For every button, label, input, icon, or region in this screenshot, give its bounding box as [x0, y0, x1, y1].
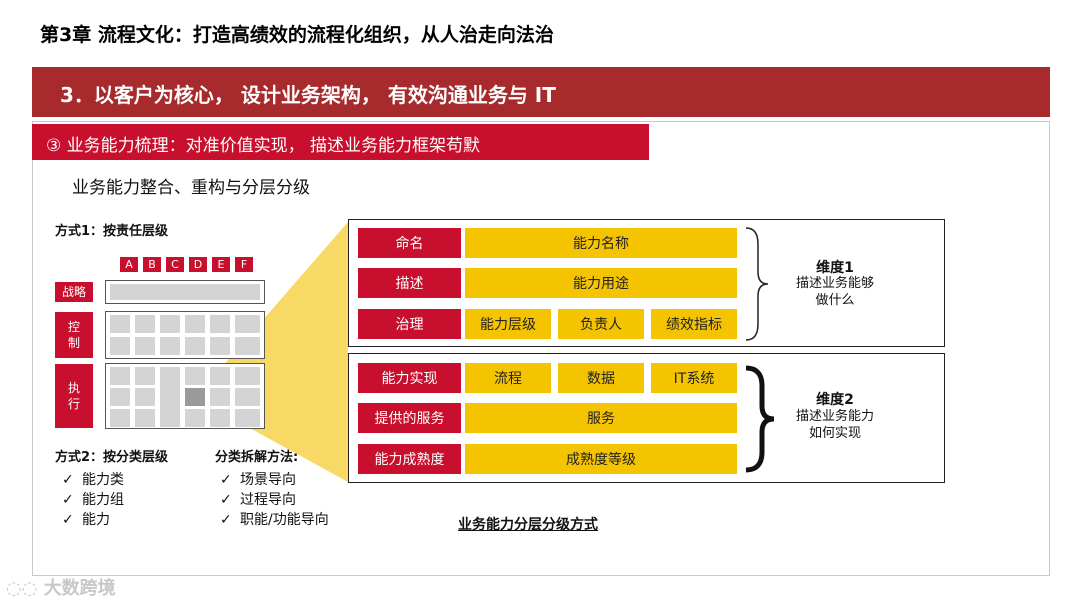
section-banner-text: 3．以客户为核心， 设计业务架构， 有效沟通业务与 IT — [60, 83, 556, 107]
dim2-cell-service: 服务 — [465, 403, 737, 433]
section-heading: 业务能力整合、重构与分层分级 — [72, 178, 310, 198]
dim1-label-naming: 命名 — [358, 228, 461, 258]
method3-item: ✓职能/功能导向 — [220, 512, 329, 528]
dimension2-box — [348, 353, 945, 483]
column-header-e: E — [212, 257, 230, 272]
check-icon: ✓ — [62, 472, 74, 488]
dim1-cell-owner: 负责人 — [558, 309, 644, 339]
dim2-cell-maturity-level: 成熟度等级 — [465, 444, 737, 474]
row-label-execution: 执行 — [55, 364, 93, 428]
dimension1-title: 维度1 — [816, 260, 854, 276]
sub-banner-text: ③ 业务能力梳理：对准价值实现， 描述业务能力框架苟默 — [46, 136, 481, 156]
method3-item: ✓场景导向 — [220, 472, 296, 488]
method2-item: ✓能力类 — [62, 472, 124, 488]
dim2-cell-process: 流程 — [465, 363, 551, 393]
watermark: ◌◌ 大数跨境 — [6, 578, 116, 599]
dim1-cell-capability-purpose: 能力用途 — [465, 268, 737, 298]
column-header-a: A — [120, 257, 138, 272]
row-label-strategy: 战略 — [55, 282, 93, 302]
dimension2-brace — [745, 365, 775, 473]
page-title: 第3章 流程文化：打造高绩效的流程化组织，从人治走向法治 — [40, 24, 554, 46]
method2-label: 方式2：按分类层级 — [55, 450, 169, 465]
check-icon: ✓ — [62, 492, 74, 508]
dim2-cell-data: 数据 — [558, 363, 644, 393]
method2-item: ✓能力组 — [62, 492, 124, 508]
check-icon: ✓ — [220, 472, 232, 488]
watermark-logo-icon: ◌◌ — [6, 578, 44, 599]
method3-label: 分类拆解方法: — [215, 450, 299, 465]
dimension2-desc-line1: 描述业务能力 — [795, 409, 874, 424]
dim1-cell-capability-level: 能力层级 — [465, 309, 551, 339]
control-grid — [105, 311, 265, 359]
method3-item: ✓过程导向 — [220, 492, 296, 508]
method2-item: ✓能力 — [62, 512, 110, 528]
figure-caption: 业务能力分层分级方式 — [458, 517, 598, 533]
strategy-grid — [105, 280, 265, 304]
check-icon: ✓ — [62, 512, 74, 528]
row-label-control: 控制 — [55, 312, 93, 358]
column-header-b: B — [143, 257, 161, 272]
check-icon: ✓ — [220, 492, 232, 508]
dim2-label-maturity: 能力成熟度 — [358, 444, 461, 474]
method1-label: 方式1：按责任层级 — [55, 224, 169, 239]
dim1-label-description: 描述 — [358, 268, 461, 298]
dim2-cell-it-system: IT系统 — [651, 363, 737, 393]
dimension1-desc-line1: 描述业务能够 — [795, 276, 874, 291]
column-header-d: D — [189, 257, 207, 272]
dimension1-desc-line2: 做什么 — [815, 293, 855, 308]
column-header-c: C — [166, 257, 184, 272]
dimension1-box — [348, 219, 945, 347]
dim2-label-realization: 能力实现 — [358, 363, 461, 393]
sub-banner: ③ 业务能力梳理：对准价值实现， 描述业务能力框架苟默 — [32, 124, 649, 160]
check-icon: ✓ — [220, 512, 232, 528]
column-header-f: F — [235, 257, 253, 272]
dimension2-title: 维度2 — [816, 392, 854, 408]
execution-grid — [105, 363, 265, 429]
dim2-label-services: 提供的服务 — [358, 403, 461, 433]
dim1-label-governance: 治理 — [358, 309, 461, 339]
dim1-cell-capability-name: 能力名称 — [465, 228, 737, 258]
dimension2-desc-line2: 如何实现 — [808, 426, 861, 441]
dim1-cell-kpi: 绩效指标 — [651, 309, 737, 339]
section-banner: 3．以客户为核心， 设计业务架构， 有效沟通业务与 IT — [32, 67, 1050, 117]
dimension1-brace — [745, 227, 769, 341]
content-frame — [32, 121, 1050, 576]
